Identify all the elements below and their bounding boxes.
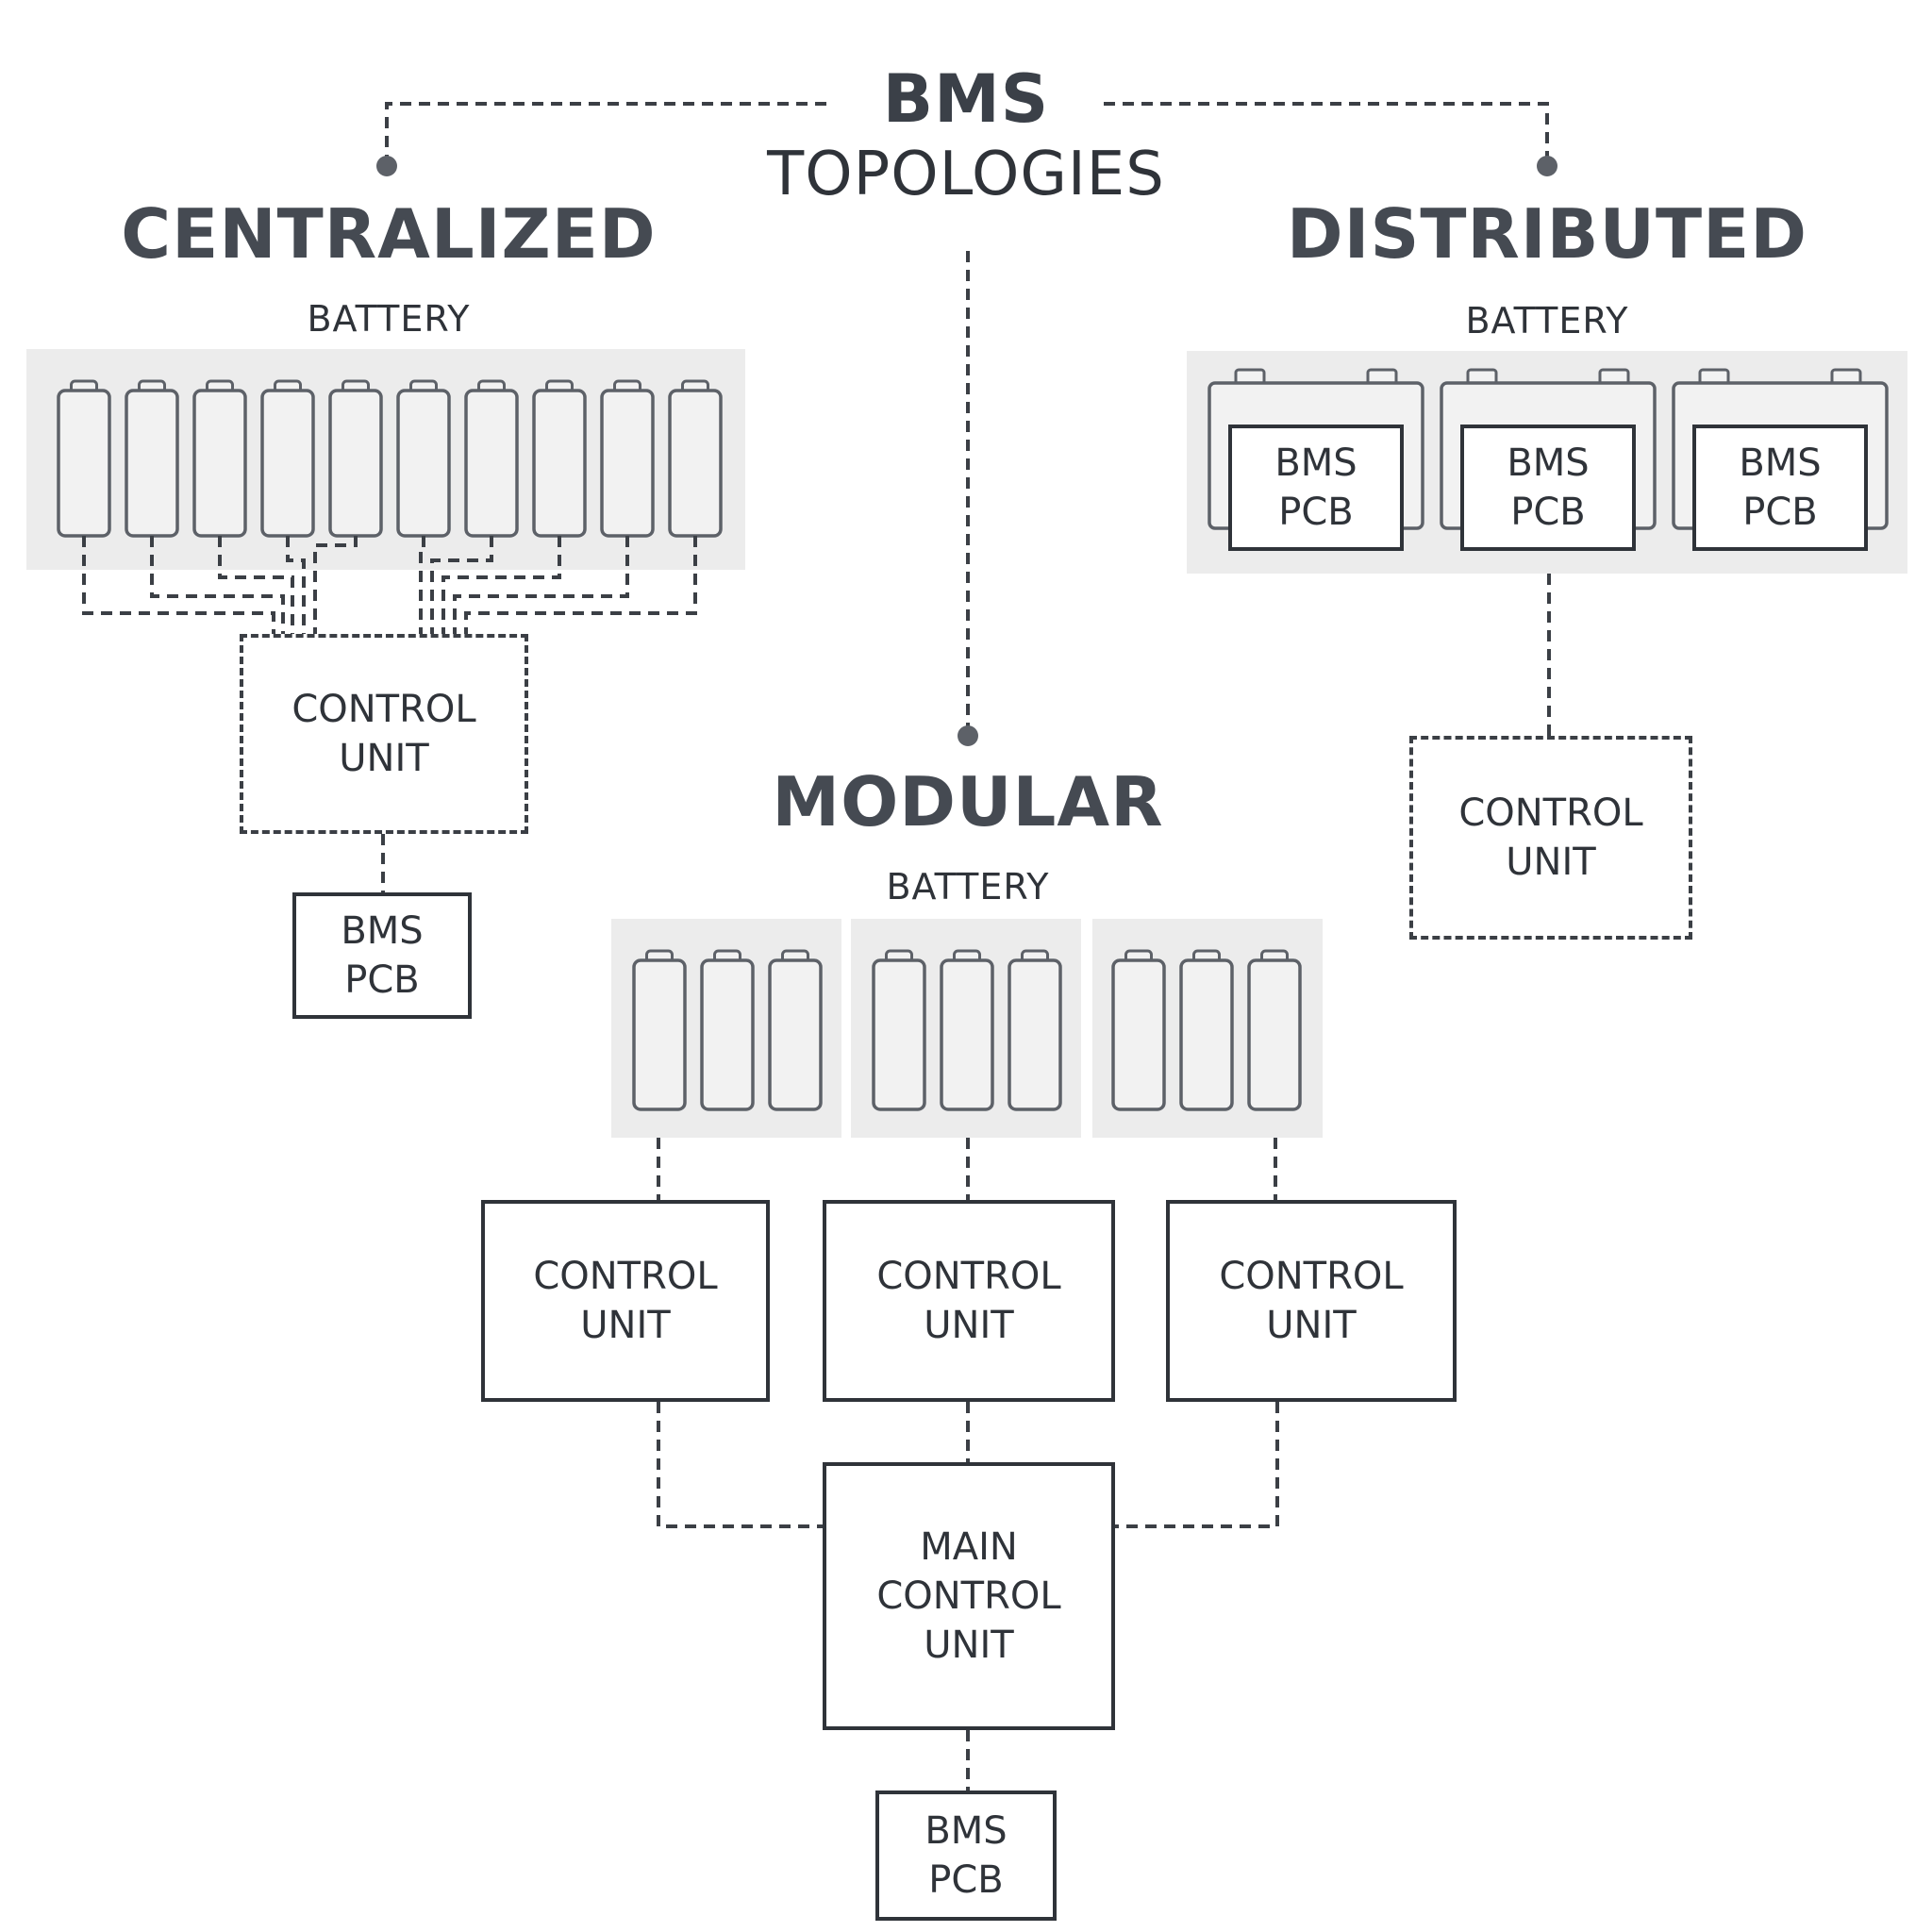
modular-heading: MODULAR [772,762,1164,841]
distributed-bms-pcb-2-label: BMS PCB [1507,441,1590,534]
modular-cell-6 [1008,958,1062,1111]
modular-bms-pcb-label: BMS PCB [924,1809,1008,1902]
centralized-cell-9 [600,389,655,538]
centralized-cell-1 [57,389,111,538]
distributed-branch-dot [1537,156,1557,176]
centralized-heading: CENTRALIZED [121,194,657,274]
modular-cu3-to-main-connector [1115,1402,1279,1528]
distributed-bms-pcb-2: BMS PCB [1460,425,1636,551]
distributed-control-unit: CONTROL UNIT [1409,736,1692,940]
modular-bms-pcb: BMS PCB [875,1790,1057,1921]
centralized-bms-pcb-label: BMS PCB [341,909,424,1002]
modular-main-control-unit-label: MAIN CONTROL UNIT [876,1525,1061,1667]
modular-control-unit-1-label: CONTROL UNIT [533,1255,718,1347]
centralized-wire-6 [419,536,425,634]
centralized-cell-10 [668,389,723,538]
distributed-battery-label: BATTERY [1465,300,1629,341]
modular-control-unit-2-label: CONTROL UNIT [876,1255,1061,1347]
modular-cell-1 [632,958,687,1111]
centralized-wire-3 [218,536,294,634]
centralized-battery-label: BATTERY [307,298,471,340]
distributed-bms-pcb-1-label: BMS PCB [1274,441,1357,534]
centralized-cell-6 [396,389,451,538]
modular-cell-8 [1179,958,1234,1111]
centralized-cell-7 [464,389,519,538]
centralized-wire-4 [286,536,306,634]
centralized-cell-5 [328,389,383,538]
distributed-bms-pcb-3: BMS PCB [1692,425,1868,551]
centralized-wire-7 [430,536,493,634]
modular-cell-2 [700,958,755,1111]
centralized-cell-8 [532,389,587,538]
centralized-wire-10 [464,536,697,634]
centralized-control-unit: CONTROL UNIT [240,634,528,834]
distributed-control-unit-label: CONTROL UNIT [1458,791,1643,884]
modular-control-unit-3: CONTROL UNIT [1166,1200,1457,1402]
centralized-wire-1 [82,536,275,634]
distributed-bms-pcb-3-label: BMS PCB [1739,441,1822,534]
centralized-cell-2 [125,389,179,538]
modular-main-control-unit: MAIN CONTROL UNIT [823,1462,1115,1730]
modular-cu1-to-main-connector [657,1402,823,1528]
centralized-branch-dot [376,156,397,176]
modular-cell-3 [768,958,823,1111]
centralized-bms-pcb: BMS PCB [292,892,472,1019]
modular-battery-label: BATTERY [886,866,1050,908]
distributed-heading: DISTRIBUTED [1286,194,1808,274]
modular-control-unit-2: CONTROL UNIT [823,1200,1115,1402]
modular-control-unit-3-label: CONTROL UNIT [1219,1255,1404,1347]
distributed-bms-pcb-1: BMS PCB [1228,425,1404,551]
centralized-wire-9 [453,536,629,634]
title-main: BMS [882,60,1050,138]
title-to-centralized-connector [385,102,826,162]
centralized-wire-2 [150,536,285,634]
centralized-wire-8 [441,536,561,634]
modular-cell-9 [1247,958,1302,1111]
modular-control-unit-1: CONTROL UNIT [481,1200,770,1402]
title-to-distributed-connector [1104,102,1549,162]
modular-branch-dot [958,725,978,746]
title-sub: TOPOLOGIES [767,140,1165,209]
centralized-cell-4 [260,389,315,538]
centralized-cell-3 [192,389,247,538]
centralized-wire-5 [313,536,358,634]
centralized-control-unit-label: CONTROL UNIT [291,688,476,780]
modular-cell-7 [1111,958,1166,1111]
modular-cell-4 [872,958,926,1111]
modular-cell-5 [940,958,994,1111]
